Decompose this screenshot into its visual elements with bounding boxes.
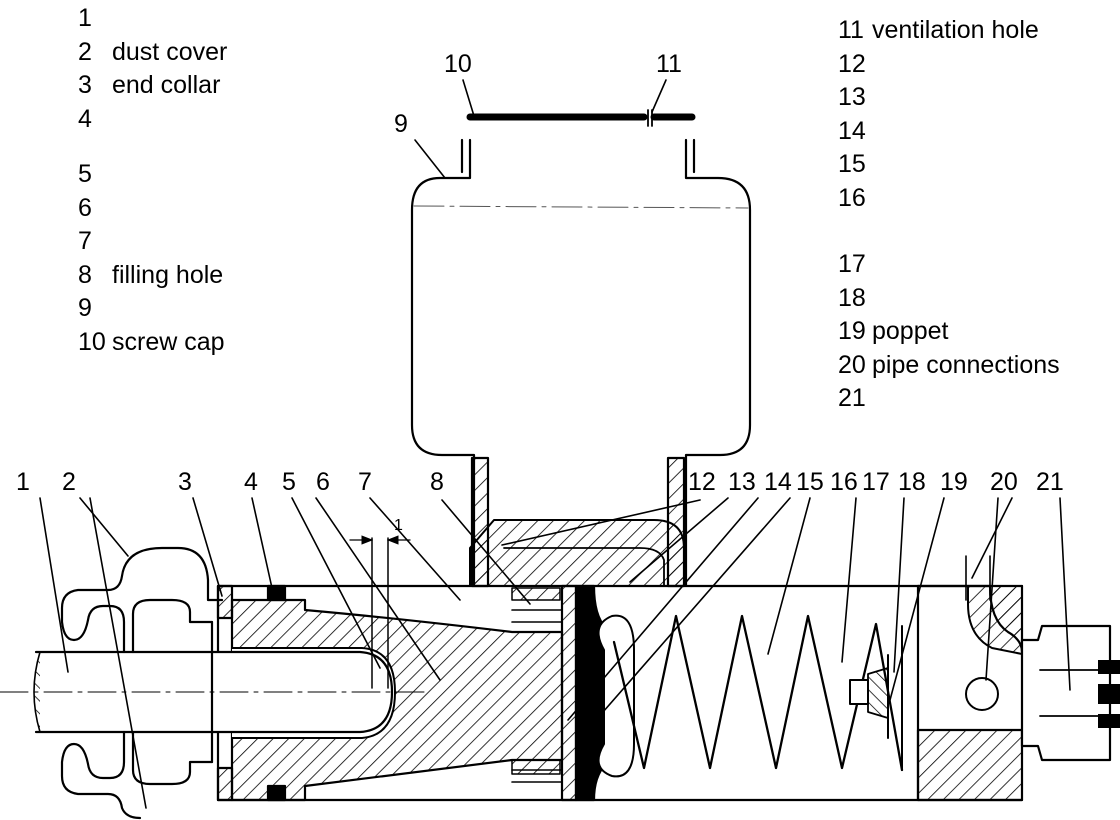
callout-6: 6 [316,468,330,496]
legend-number: 18 [838,283,866,312]
legend-left: 1 2 dust cover 3 end collar 4 5 6 7 8 filli… [78,2,227,359]
dust-cover [60,546,224,654]
legend-item: 1 [78,2,227,36]
callout-1: 1 [16,468,30,496]
legend-label: pipe connections [872,350,1060,379]
legend-item: 5 [78,158,227,192]
callout-15: 15 [796,468,824,496]
legend-item: 12 [838,48,1060,82]
callout-19: 19 [940,468,968,496]
callout-5: 5 [282,468,296,496]
callout-4: 4 [244,468,258,496]
pipe-connection [965,677,999,711]
reservoir-outline [410,138,476,587]
poppet [849,679,869,705]
legend-item: 13 [838,81,1060,115]
legend-number: 4 [78,104,92,133]
legend-number: 17 [838,250,866,278]
legend-number: 20 [838,350,866,379]
callout-7: 7 [358,468,372,496]
legend-item: 18 [838,282,1060,316]
callout-14: 14 [764,468,792,496]
legend-item: 8 filling hole [78,259,227,293]
legend-number: 10 [78,327,106,356]
legend-label: ventilation hole [872,16,1039,44]
legend-number: 2 [78,37,92,66]
seal [266,584,287,602]
callout-21: 21 [1036,468,1064,496]
legend-item: 3 end collar [78,69,227,103]
dimension-label: 1 [394,517,403,534]
legend-item: 6 [78,192,227,226]
callout-9: 9 [394,110,408,138]
callout-10: 10 [444,50,472,78]
callout-3: 3 [178,468,192,496]
legend-number: 14 [838,116,866,145]
legend-item: 11 ventilation hole [838,14,1060,48]
callout-8: 8 [430,468,444,496]
legend-number: 21 [838,384,866,412]
legend-item: 2 dust cover [78,36,227,70]
legend-number: 15 [838,150,866,178]
legend-item: 7 [78,225,227,259]
legend-item: 9 [78,292,227,326]
legend-number: 11 [838,16,864,44]
legend-item: 17 [838,248,1060,282]
legend-number: 8 [78,260,92,289]
legend-number: 16 [838,183,866,212]
callout-17: 17 [862,468,890,496]
legend-number: 12 [838,49,866,78]
legend-number: 7 [78,227,92,255]
legend-item: 15 [838,148,1060,182]
legend-label: poppet [872,317,949,345]
callout-16: 16 [830,468,858,496]
legend-item: 21 [838,382,1060,416]
callout-13: 13 [728,468,756,496]
callout-18: 18 [898,468,926,496]
legend-number: 13 [838,83,866,111]
legend-label: filling hole [112,260,224,289]
legend-item: 4 [78,103,227,137]
legend-number: 19 [838,317,866,345]
legend-label: dust cover [112,37,228,66]
fluid-level-line [413,205,749,209]
legend-item: 16 [838,182,1060,216]
legend-number: 6 [78,193,92,222]
callout-20: 20 [990,468,1018,496]
legend-number: 9 [78,294,92,322]
legend-number: 1 [78,4,92,32]
callout-12: 12 [688,468,716,496]
legend-number: 3 [78,71,92,99]
legend-label: end collar [112,71,221,99]
reservoir-outline-right [684,138,752,587]
legend-label: screw cap [112,327,225,356]
callout-11: 11 [656,50,682,78]
legend-number: 5 [78,160,92,188]
callout-2: 2 [62,468,76,496]
end-fitting [1020,624,1112,762]
legend-item: 14 [838,115,1060,149]
